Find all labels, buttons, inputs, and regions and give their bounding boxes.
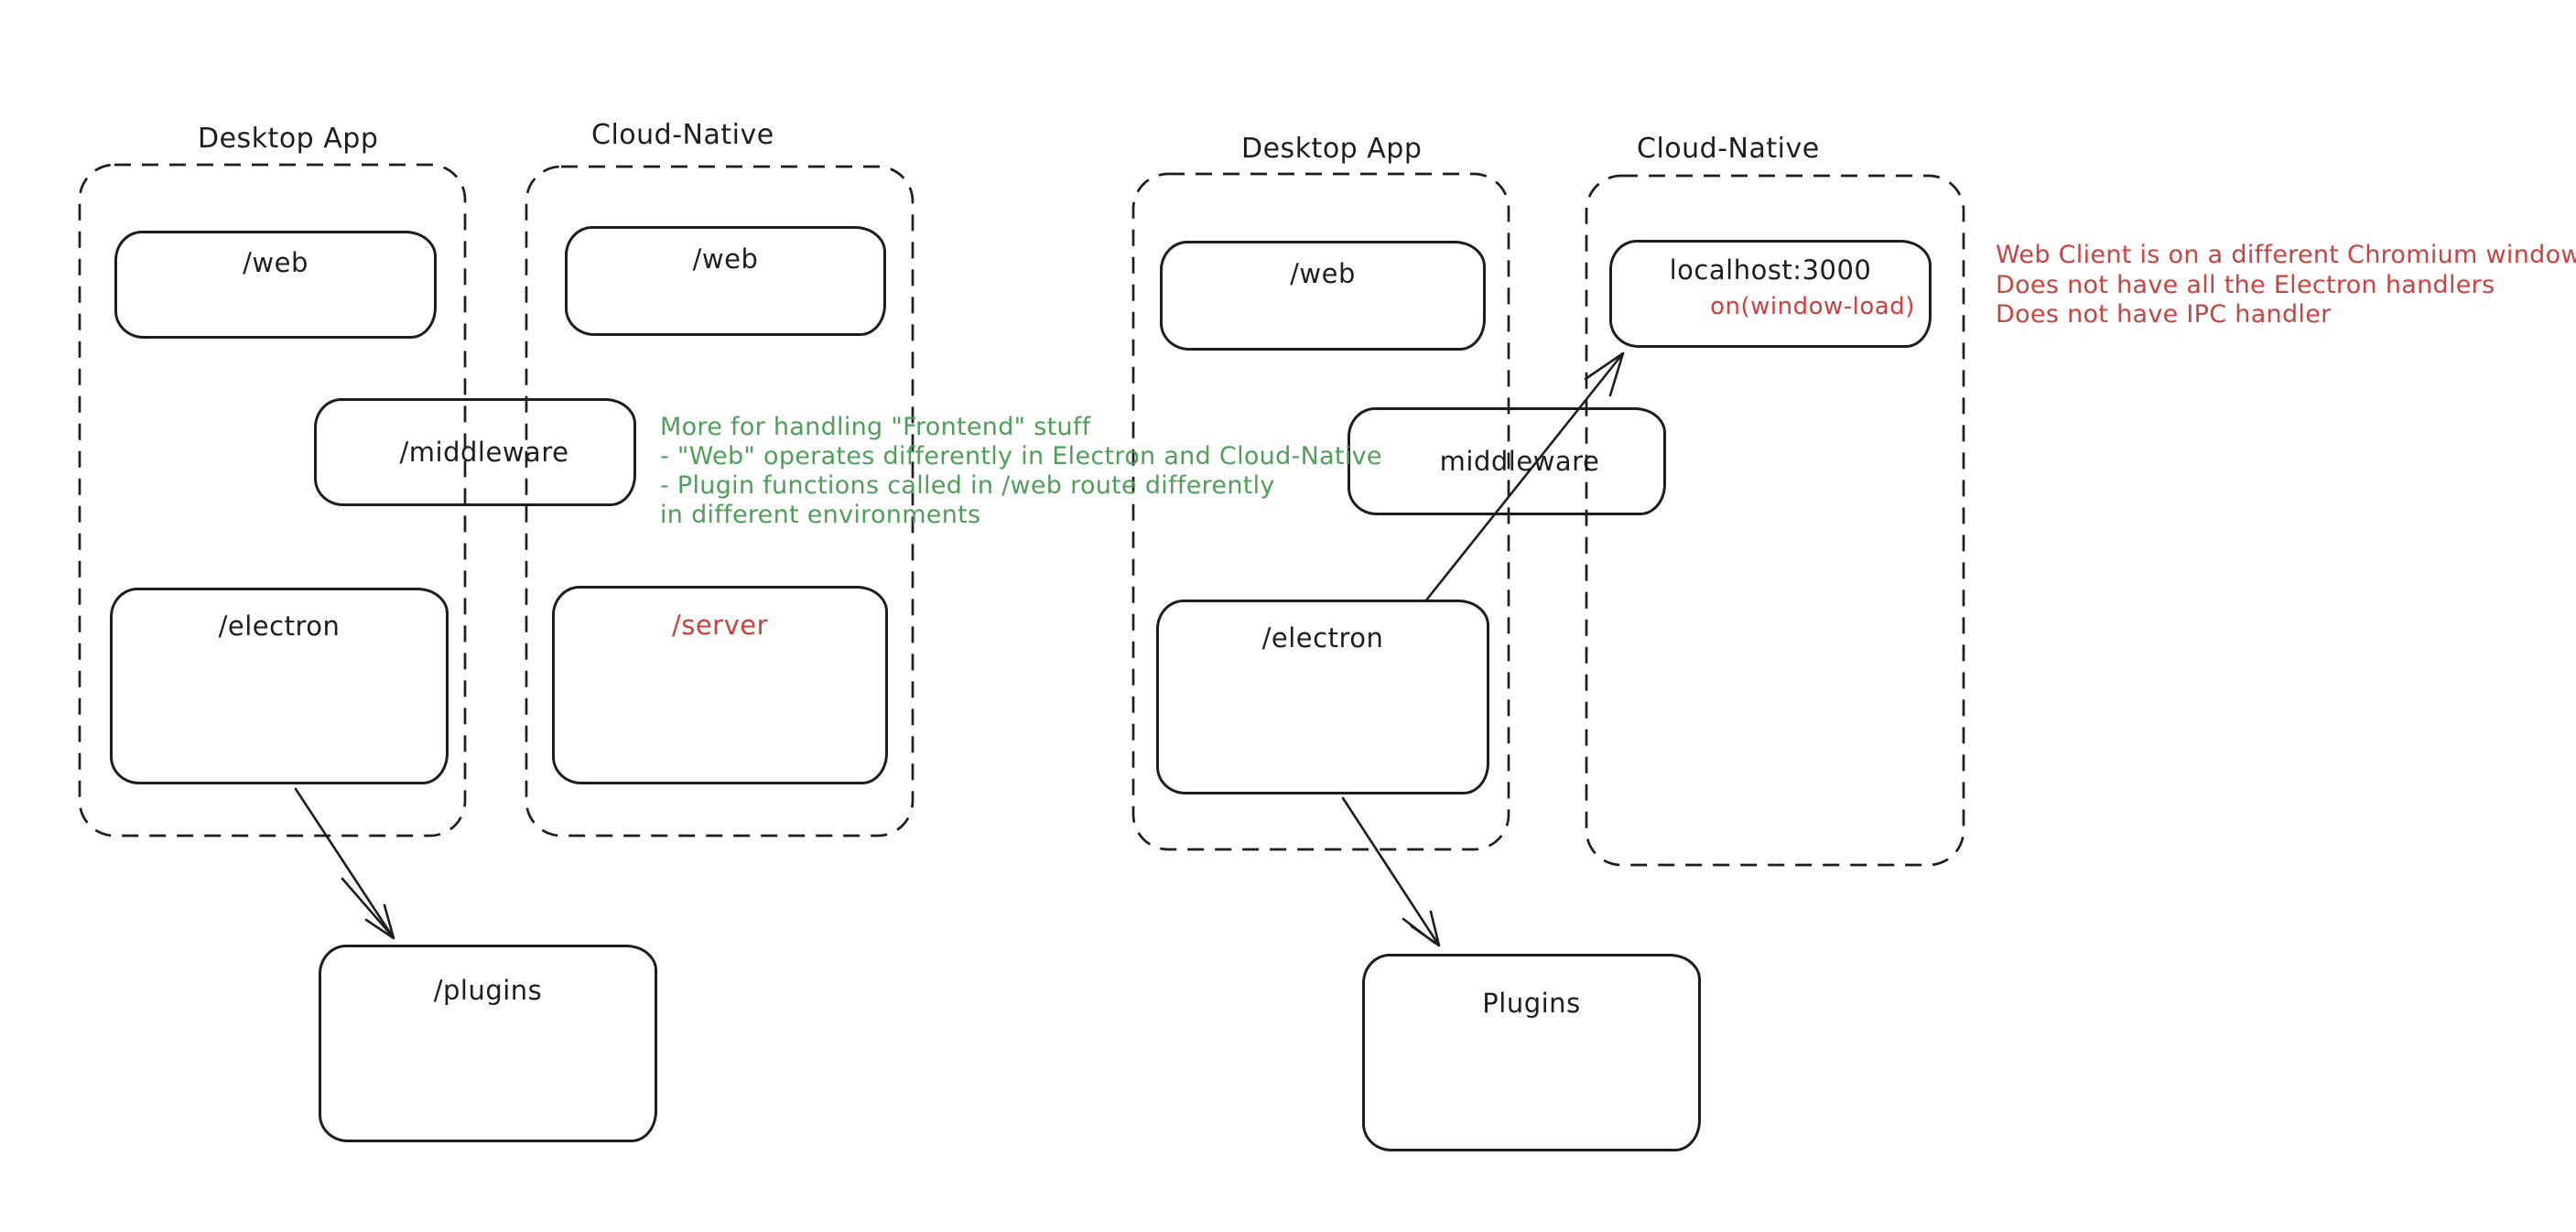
box-middleware-right-label: middleware [1439,446,1600,477]
on-window-load-label: on(window-load) [1710,293,1915,320]
box-web-desktop-right: /web [1160,241,1486,351]
red-note-line: Does not have all the Electron handlers [1996,270,2495,299]
container-cloud-native-left [525,165,915,838]
green-note-line: in different environments [660,501,981,529]
box-localhost-label: localhost:3000 [1669,254,1872,286]
box-plugins-right-label: Plugins [1482,988,1581,1019]
red-note-line: Does not have IPC handler [1996,300,2332,329]
desktop-app-right-title: Desktop App [1241,133,1423,165]
box-web-cloud-left: /web [565,226,886,336]
box-server-left-label: /server [671,610,769,641]
cloud-native-left-title: Cloud-Native [591,119,774,151]
box-web-desktop-left: /web [114,231,437,339]
container-desktop-app-right [1131,172,1510,851]
box-electron-right-label: /electron [1261,622,1384,654]
container-cloud-native-right [1585,174,1965,867]
box-web-desktop-right-label: /web [1290,258,1356,289]
arrow-electron-to-localhost [1423,351,1625,603]
red-note: Web Client is on a different Chromium wi… [1996,241,2576,330]
cloud-native-right-title: Cloud-Native [1637,133,1820,165]
box-middleware-left: /middleware [314,398,636,506]
box-web-desktop-left-label: /web [243,247,308,278]
arrow-electron-to-plugins-left [294,787,395,940]
box-localhost: localhost:3000 on(window-load) [1609,240,1932,348]
box-electron-left-label: /electron [218,611,341,642]
container-desktop-app-left [78,163,467,838]
green-note-line: - Plugin functions called in /web route … [660,471,1275,500]
box-middleware-left-label: /middleware [399,437,569,468]
box-electron-right: /electron [1156,600,1489,794]
box-web-cloud-left-label: /web [692,243,759,275]
box-middleware-right: middleware [1348,407,1666,515]
green-note: More for handling "Frontend" stuff - "We… [660,413,1382,530]
desktop-app-left-title: Desktop App [198,123,379,155]
green-note-line: More for handling "Frontend" stuff [660,413,1091,441]
box-plugins-left-label: /plugins [433,975,543,1006]
box-server-left: /server [552,586,888,784]
green-note-line: - "Web" operates differently in Electron… [660,442,1382,470]
box-plugins-right: Plugins [1362,954,1701,1151]
box-electron-left: /electron [110,588,449,784]
box-plugins-left: /plugins [319,945,657,1142]
arrow-electron-to-plugins-right [1341,796,1441,947]
red-note-line: Web Client is on a different Chromium wi… [1996,241,2576,269]
